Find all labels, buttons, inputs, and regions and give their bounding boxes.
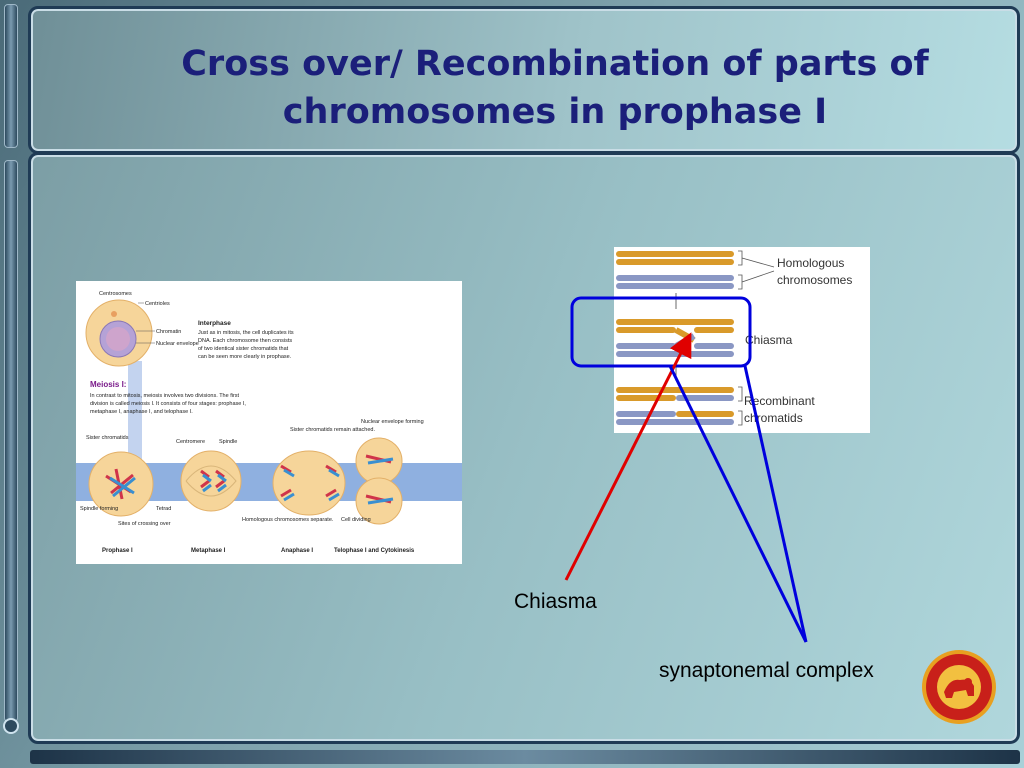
crossover-diagram: Homologous chromosomes Chiasma Recombina… xyxy=(614,247,870,433)
centromere-label: Centromere xyxy=(176,439,205,445)
title-panel xyxy=(28,6,1020,154)
bottom-deco-bar xyxy=(30,750,1020,764)
interphase-line-4: can be seen more clearly in prophase. xyxy=(198,354,292,360)
nuclear-envelope-label: Nuclear envelope xyxy=(156,341,199,347)
interphase-line-2: DNA. Each chromosome then consists xyxy=(198,338,292,344)
university-seal-logo xyxy=(922,650,996,724)
meiosis-line-1: In contrast to mitosis, meiosis involves… xyxy=(90,393,240,399)
meiosis-line-3: metaphase I, anaphase I, and telophase I… xyxy=(90,409,193,415)
left-top-deco-bar xyxy=(4,4,18,148)
chiasma-label: Chiasma xyxy=(514,590,597,613)
meiosis-line-2: division is called meiosis I. It consist… xyxy=(90,401,246,407)
sites-crossing-label: Sites of crossing over xyxy=(118,521,171,527)
recombinant-label-2: chromatids xyxy=(744,411,803,425)
spindle-label: Spindle xyxy=(219,439,237,445)
stage-anaphase-label: Anaphase I xyxy=(281,548,313,554)
circle-ornament-icon xyxy=(3,718,19,734)
left-bottom-deco-bar xyxy=(4,160,18,722)
sister-chromatids-label: Sister chromatids xyxy=(86,435,129,441)
homologous-label-2: chromosomes xyxy=(777,273,852,287)
meiosis-heading: Meiosis I: xyxy=(90,380,126,389)
homologous-label-1: Homologous xyxy=(777,256,844,270)
homologous-separate-label: Homologous chromosomes separate. xyxy=(242,517,334,523)
slide-title: Cross over/ Recombination of parts of ch… xyxy=(181,44,929,132)
interphase-heading: Interphase xyxy=(198,320,231,327)
interphase-line-1: Just as in mitosis, the cell duplicates … xyxy=(198,330,294,336)
synaptonemal-complex-label: synaptonemal complex xyxy=(659,659,874,682)
tetrad-label: Tetrad xyxy=(156,506,171,512)
stage-telophase-label: Telophase I and Cytokinesis xyxy=(334,548,415,554)
spindle-forming-label: Spindle forming xyxy=(80,506,118,512)
meiosis-diagram: Centrosomes Centrioles Chromatin Nuclear… xyxy=(76,281,462,564)
recombinant-label-1: Recombinant xyxy=(744,394,815,408)
stage-prophase-label: Prophase I xyxy=(102,548,133,554)
nuclear-envelope-forming-label: Nuclear envelope forming xyxy=(361,419,424,425)
stage-metaphase-label: Metaphase I xyxy=(191,548,226,554)
centrioles-label: Centrioles xyxy=(145,301,170,307)
figure-chiasma-label: Chiasma xyxy=(745,333,793,347)
cell-dividing-label: Cell dividing xyxy=(341,517,371,523)
interphase-line-3: of two identical sister chromatids that xyxy=(198,346,289,352)
centrosomes-label: Centrosomes xyxy=(99,291,132,297)
chromatin-label: Chromatin xyxy=(156,329,181,335)
sister-remain-label: Sister chromatids remain attached. xyxy=(290,427,375,433)
